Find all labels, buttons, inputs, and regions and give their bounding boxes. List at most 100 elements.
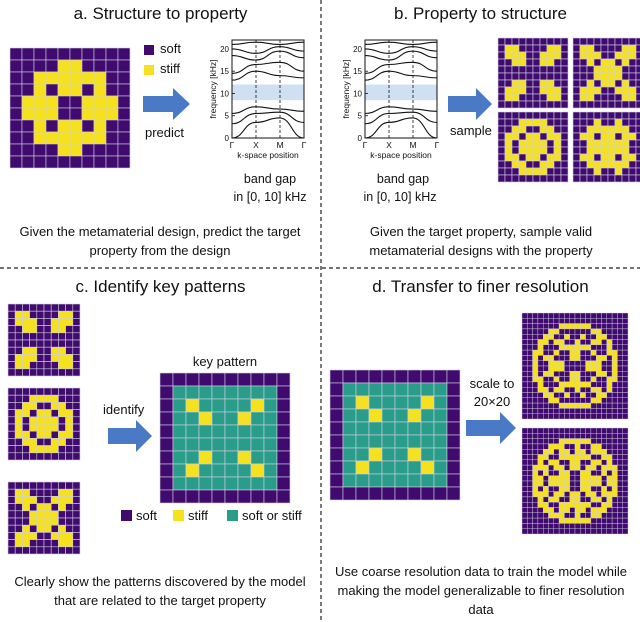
grid-cell: [537, 360, 544, 367]
grid-cell: [117, 83, 131, 97]
grid-cell: [628, 86, 637, 95]
grid-cell: [14, 510, 23, 519]
grid-cell: [420, 460, 435, 475]
grid-cell: [558, 502, 565, 508]
grid-cell: [585, 507, 592, 514]
grid-cell: [546, 132, 555, 141]
grid-cell: [548, 433, 555, 439]
grid-cell: [593, 93, 602, 102]
grid-cell: [569, 376, 576, 383]
band-curve: [364, 111, 438, 125]
grid-cell: [548, 328, 555, 335]
grid-cell: [564, 486, 570, 492]
grid-cell: [33, 143, 47, 157]
grid-cell: [611, 402, 618, 409]
grid-cell: [521, 486, 528, 492]
grid-cell: [574, 387, 581, 393]
grid-cell: [601, 449, 608, 455]
grid-cell: [69, 143, 83, 157]
grid-cell: [521, 480, 528, 487]
grid-cell: [580, 365, 586, 372]
grid-cell: [617, 376, 623, 383]
grid-cell: [585, 433, 592, 439]
grid-cell: [622, 381, 629, 388]
grid-cell: [601, 387, 608, 393]
grid-cell: [614, 118, 623, 127]
grid-cell: [596, 438, 602, 445]
grid-cell: [355, 460, 370, 475]
grid-cell: [172, 424, 187, 439]
band-curve: [364, 46, 438, 54]
grid-cell: [22, 368, 30, 377]
grid-cell: [29, 517, 38, 526]
grid-cell: [532, 408, 539, 414]
grid-cell: [7, 481, 16, 490]
grid-cell: [622, 454, 629, 461]
y-tick-label: 15: [353, 67, 362, 76]
grid-cell: [569, 397, 576, 404]
grid-cell: [329, 447, 344, 462]
grid-cell: [93, 83, 107, 97]
grid-cell: [504, 174, 513, 183]
grid-cell: [36, 496, 45, 504]
grid-cell: [58, 452, 66, 461]
grid-cell: [57, 59, 71, 73]
grid-cell: [622, 491, 629, 498]
grid-cell: [611, 502, 618, 508]
grid-cell: [105, 83, 119, 97]
grid-cell: [569, 408, 576, 414]
grid-cell: [617, 355, 623, 361]
grid-cell: [590, 433, 597, 439]
grid-cell: [50, 438, 59, 446]
grid-cell: [560, 65, 569, 74]
grid-cell: [601, 438, 608, 445]
grid-cell: [14, 496, 23, 504]
grid-cell: [596, 376, 602, 383]
grid-cell: [548, 323, 555, 330]
grid-cell: [543, 360, 549, 367]
grid-cell: [50, 532, 59, 540]
grid-cell: [564, 318, 570, 324]
y-tick-label: 20: [353, 45, 362, 54]
grid-cell: [585, 438, 592, 445]
grid-cell: [50, 430, 59, 439]
grid-cell: [621, 37, 630, 46]
grid-cell: [590, 470, 597, 476]
grid-cell: [600, 100, 609, 109]
grid-cell: [539, 100, 548, 109]
grid-cell: [511, 139, 520, 148]
grid-cell: [574, 459, 581, 466]
grid-cell: [355, 486, 370, 501]
grid-cell: [527, 360, 533, 367]
grid-cell: [596, 381, 602, 388]
grid-cell: [606, 449, 613, 455]
grid-cell: [7, 303, 16, 312]
grid-cell: [521, 459, 528, 466]
grid-cell: [569, 464, 576, 471]
grid-cell: [36, 361, 45, 370]
grid-cell: [58, 416, 66, 425]
grid-cell: [569, 371, 576, 377]
grid-cell: [560, 146, 569, 155]
grid-cell: [159, 476, 174, 491]
grid-cell: [553, 408, 560, 414]
grid-cell: [546, 72, 555, 81]
grid-cell: [497, 93, 506, 102]
grid-cell: [601, 402, 608, 409]
scale-arrow: [466, 412, 516, 444]
grid-cell: [65, 402, 74, 410]
grid-cell: [628, 160, 637, 169]
grid-cell: [172, 463, 187, 478]
grid-cell: [50, 387, 59, 396]
grid-cell: [600, 86, 609, 95]
band-curve: [364, 50, 438, 61]
grid-cell: [601, 397, 608, 404]
grid-c-example-3: [7, 481, 81, 555]
grid-cell: [532, 517, 539, 524]
grid-cell: [548, 397, 555, 404]
grid-cell: [58, 303, 66, 312]
grid-cell: [606, 438, 613, 445]
grid-cell: [574, 413, 581, 420]
grid-cell: [635, 37, 640, 46]
grid-d-fine-2: [521, 427, 629, 535]
